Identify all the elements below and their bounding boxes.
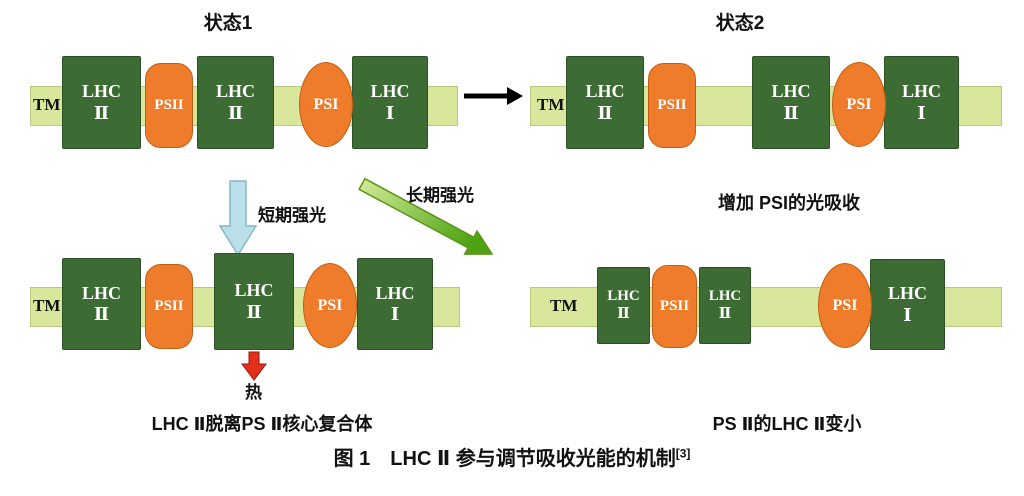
psii-text: PSII [154,97,184,113]
state1-title: 状态1 [203,13,253,34]
lhc-text: LHC [375,282,415,303]
tm-label-state2: TM [537,95,565,114]
lhc-text: LHC [81,81,121,102]
psi-text: PSI [832,296,858,314]
psii-box-state2: PSII [648,63,696,148]
state-transition-arrow-icon [464,87,523,105]
psii-text: PSII [657,97,687,113]
roman-two-text: Ⅱ [617,305,630,322]
lhc-text: LHC [81,282,121,303]
lhc-text: LHC [771,81,811,102]
psii-text: PSII [659,298,690,314]
lhc-text: LHC [708,287,742,304]
tm-label-bottom-left: TM [33,296,61,315]
tm-label-state1: TM [33,95,61,114]
roman-two-text: Ⅱ [718,305,732,322]
lhc-text: LHC [887,283,927,304]
lhci-box-bottom-right: LHC Ⅰ [870,259,945,350]
lhcii-box-2-state1: LHC Ⅱ [197,56,274,149]
lhcii-small-box-1: LHC Ⅱ [597,267,650,344]
caption-bottom-right: PS Ⅱ的LHC Ⅱ变小 [712,414,862,434]
lhc-text: LHC [585,81,625,102]
lhc-text: LHC [901,81,941,102]
psi-text: PSI [313,95,339,113]
lhcii-box-2-state2: LHC Ⅱ [752,56,830,149]
lhcii-small-box-2: LHC Ⅱ [699,267,751,344]
roman-two-text: Ⅱ [597,102,613,123]
psi-ellipse-bottom-left: PSI [303,263,357,348]
lhcii-box-1-state2: LHC Ⅱ [566,56,644,149]
caption-bottom-left: LHC Ⅱ脱离PS Ⅱ核心复合体 [151,414,373,434]
lhc-text: LHC [607,287,640,304]
lhcii-box-detached: LHC Ⅱ [214,253,294,350]
psii-box-state1: PSII [145,63,193,148]
psi-absorption-note: 增加 PSI的光吸收 [718,193,861,213]
figure-caption-reference: [3] [675,446,691,461]
roman-two-text: Ⅱ [227,102,244,123]
psii-text: PSII [154,298,184,314]
heat-label: 热 [245,383,262,402]
psi-text: PSI [846,95,872,113]
roman-one-text: Ⅰ [390,304,400,324]
psii-box-bottom-left: PSII [145,264,193,349]
roman-one-text: Ⅰ [917,102,926,123]
lhc-text: LHC [370,81,410,102]
tm-label-bottom-right: TM [550,296,578,315]
heat-down-arrow-icon [241,351,267,381]
long-light-diagonal-arrow-icon [358,177,494,255]
roman-two-text: Ⅱ [93,102,110,123]
lhci-box-bottom-left: LHC Ⅰ [357,258,433,350]
psi-text: PSI [317,296,343,314]
psii-box-bottom-right: PSII [652,265,697,348]
roman-one-text: Ⅰ [385,102,395,123]
figure-caption-text: 图 1 LHC Ⅱ 参与调节吸收光能的机制 [333,448,676,470]
lhc-text: LHC [215,81,255,102]
roman-two-text: Ⅱ [93,304,110,324]
lhcii-box-1-state1: LHC Ⅱ [62,56,141,149]
long-light-label: 长期强光 [406,186,474,205]
short-light-down-arrow-icon [218,180,258,257]
psi-ellipse-state1: PSI [299,62,353,147]
lhci-box-state1: LHC Ⅰ [352,56,428,149]
lhci-box-state2: LHC Ⅰ [884,56,959,149]
roman-two-text: Ⅱ [246,301,262,322]
roman-two-text: Ⅱ [783,102,799,123]
lhcii-box-1-bottom-left: LHC Ⅱ [62,258,141,350]
psi-ellipse-state2: PSI [832,62,886,147]
state2-title: 状态2 [715,13,765,34]
lhc-text: LHC [234,280,274,301]
psi-ellipse-bottom-right: PSI [818,263,872,348]
figure-caption: 图 1 LHC Ⅱ 参与调节吸收光能的机制[3] [0,442,1024,471]
short-light-label: 短期强光 [258,206,326,225]
roman-one-text: Ⅰ [903,304,912,325]
